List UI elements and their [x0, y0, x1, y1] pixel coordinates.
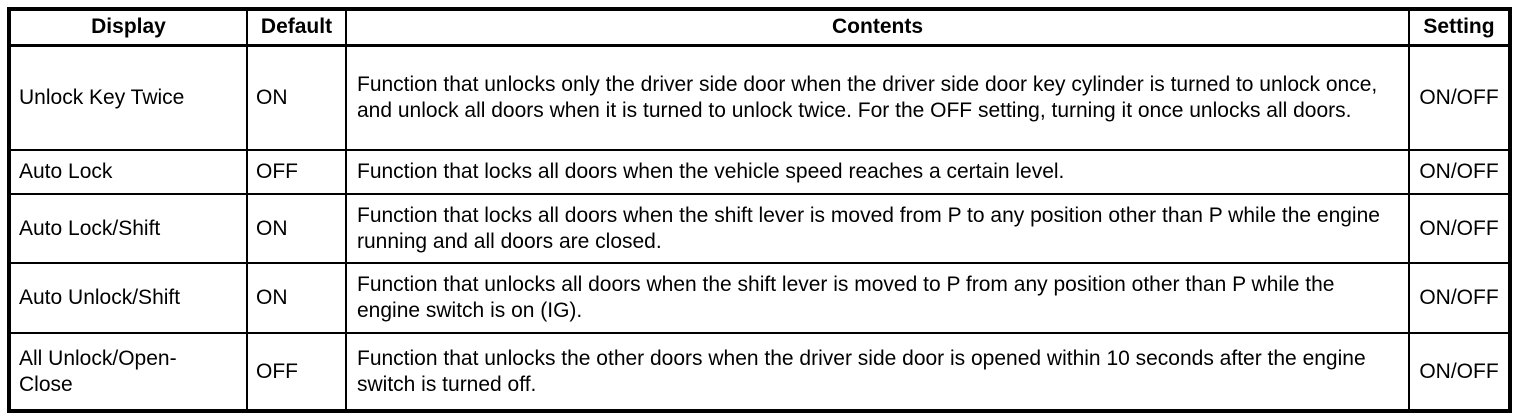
- contents-cell: Function that locks all doors when the v…: [345, 149, 1410, 195]
- display-cell: Unlock Key Twice: [8, 44, 248, 151]
- table-row: All Unlock/Open-Close OFF Function that …: [8, 332, 1511, 412]
- contents-cell: Function that unlocks all doors when the…: [345, 262, 1410, 334]
- door-lock-settings-table: Display Default Contents Setting Unlock …: [7, 7, 1512, 413]
- contents-cell: Function that locks all doors when the s…: [345, 193, 1410, 264]
- display-cell: Auto Lock/Shift: [8, 193, 248, 264]
- setting-cell: ON/OFF: [1408, 262, 1511, 334]
- table-header-row: Display Default Contents Setting: [8, 8, 1511, 47]
- table-row: Unlock Key Twice ON Function that unlock…: [8, 44, 1511, 151]
- table-row: Auto Unlock/Shift ON Function that unloc…: [8, 262, 1511, 334]
- table-row: Auto Lock OFF Function that locks all do…: [8, 149, 1511, 195]
- contents-cell: Function that unlocks only the driver si…: [345, 44, 1410, 151]
- default-cell: ON: [246, 44, 347, 151]
- default-cell: ON: [246, 262, 347, 334]
- display-cell: Auto Lock: [8, 149, 248, 195]
- table-row: Auto Lock/Shift ON Function that locks a…: [8, 193, 1511, 264]
- header-default: Default: [246, 8, 347, 47]
- default-cell: OFF: [246, 149, 347, 195]
- contents-cell: Function that unlocks the other doors wh…: [345, 332, 1410, 412]
- setting-cell: ON/OFF: [1408, 332, 1511, 412]
- setting-cell: ON/OFF: [1408, 44, 1511, 151]
- header-display: Display: [8, 8, 248, 47]
- default-cell: ON: [246, 193, 347, 264]
- setting-cell: ON/OFF: [1408, 193, 1511, 264]
- header-contents: Contents: [345, 8, 1410, 47]
- display-cell: Auto Unlock/Shift: [8, 262, 248, 334]
- default-cell: OFF: [246, 332, 347, 412]
- header-setting: Setting: [1408, 8, 1511, 47]
- display-cell: All Unlock/Open-Close: [8, 332, 248, 412]
- setting-cell: ON/OFF: [1408, 149, 1511, 195]
